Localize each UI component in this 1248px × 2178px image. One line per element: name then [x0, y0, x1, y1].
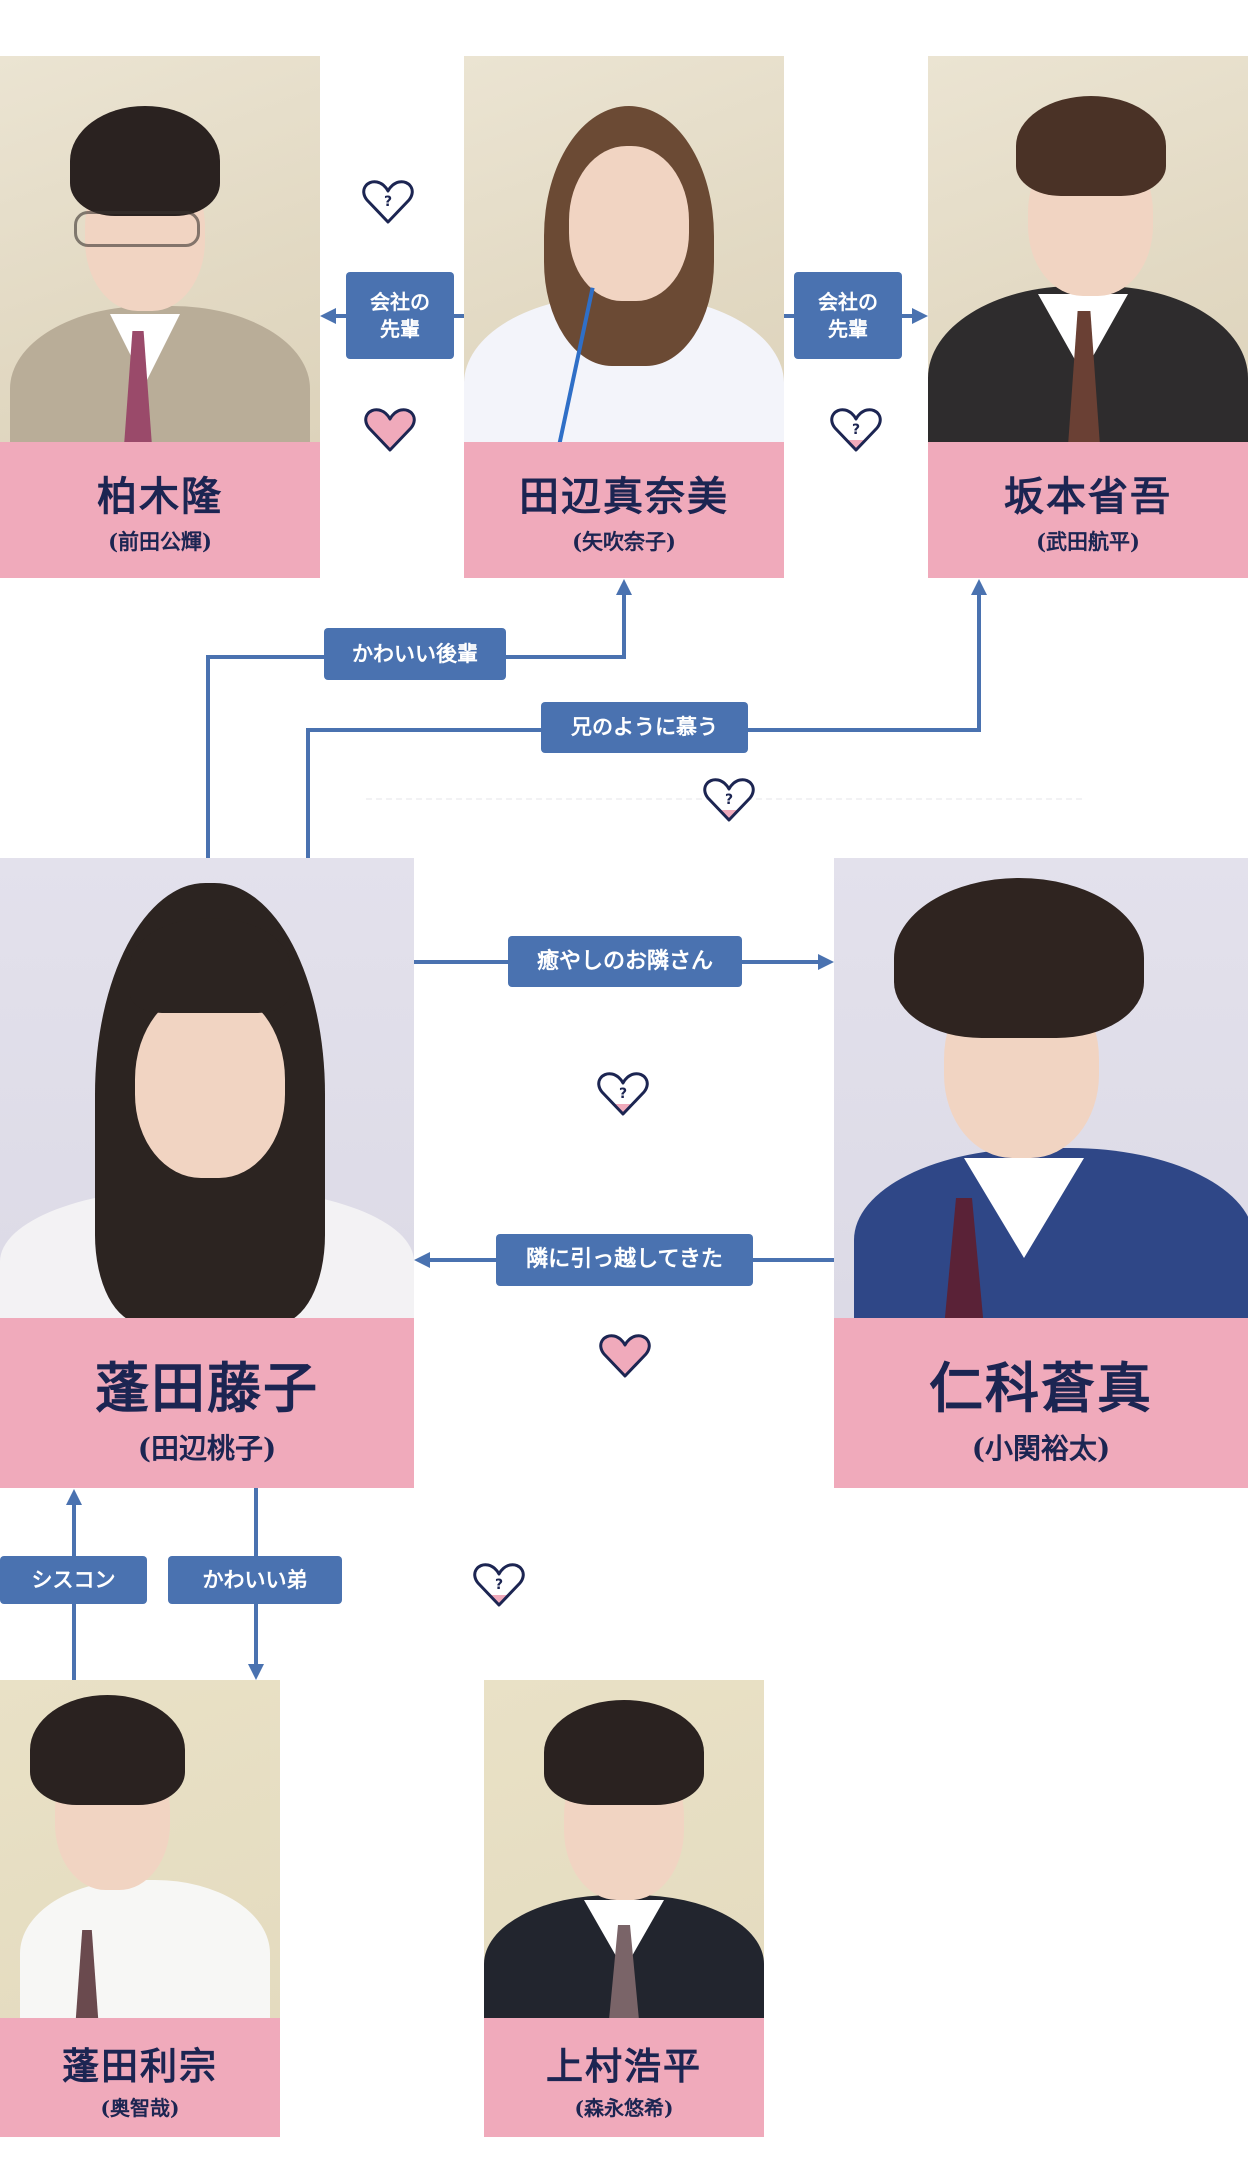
heart-fill — [598, 1104, 648, 1114]
character-card-sakamoto[interactable]: 坂本省吾 (武田航平) — [928, 56, 1248, 578]
character-card-manami[interactable]: 田辺真奈美 (矢吹奈子) — [464, 56, 784, 578]
arrow-right-icon — [912, 308, 928, 324]
character-card-fujiko[interactable]: 蓬田藤子 (田辺桃子) — [0, 858, 414, 1488]
question-heart-icon: ? — [362, 180, 414, 224]
heart-background — [363, 181, 413, 222]
heart-outline — [597, 1072, 649, 1116]
character-name: 蓬田藤子 — [95, 1356, 319, 1420]
heart-outline — [473, 1563, 525, 1607]
relation-line — [977, 594, 981, 732]
name-band: 蓬田藤子 (田辺桃子) — [0, 1318, 414, 1488]
relation-label-siscon: シスコン — [0, 1556, 147, 1604]
actor-name: (小関裕太) — [971, 1432, 1111, 1465]
actor-name: (田辺桃子) — [137, 1432, 277, 1465]
name-band: 柏木隆 (前田公輝) — [0, 442, 320, 578]
portrait-photo — [928, 56, 1248, 442]
heart-background — [704, 779, 754, 820]
arrow-left-icon — [320, 308, 336, 324]
question-heart-icon: ? — [473, 1563, 525, 1607]
question-mark: ? — [495, 1577, 503, 1593]
arrow-up-icon — [616, 579, 632, 595]
name-band: 上村浩平 (森永悠希) — [484, 2018, 764, 2137]
question-mark: ? — [852, 422, 860, 438]
heart-fill — [831, 440, 881, 450]
relation-label-kawaii-kouhai: かわいい後輩 — [324, 628, 506, 680]
relation-label-iyashi: 癒やしのお隣さん — [508, 936, 742, 987]
character-name: 上村浩平 — [546, 2044, 702, 2088]
actor-name: (武田航平) — [1036, 529, 1140, 554]
character-card-uemura[interactable]: 上村浩平 (森永悠希) — [484, 1680, 764, 2137]
arrow-right-icon — [818, 954, 834, 970]
portrait-photo — [0, 56, 320, 442]
heart-fill — [704, 810, 754, 820]
actor-name: (奥智哉) — [100, 2096, 180, 2120]
relation-label-ani-no-you: 兄のように慕う — [541, 702, 748, 753]
actor-name: (森永悠希) — [574, 2096, 674, 2120]
name-band: 坂本省吾 (武田航平) — [928, 442, 1248, 578]
character-card-toshimune[interactable]: 蓬田利宗 (奥智哉) — [0, 1680, 280, 2137]
name-band: 蓬田利宗 (奥智哉) — [0, 2018, 280, 2137]
actor-name: (前田公輝) — [108, 529, 212, 554]
heart-fill — [474, 1595, 524, 1605]
relation-line — [206, 655, 210, 858]
heart-background — [474, 1564, 524, 1605]
relation-label-senpai-right: 会社の 先輩 — [794, 272, 902, 359]
arrow-up-icon — [971, 579, 987, 595]
heart-background — [598, 1073, 648, 1114]
character-name: 蓬田利宗 — [62, 2044, 218, 2088]
character-name: 田辺真奈美 — [519, 473, 729, 520]
heart-background — [831, 409, 881, 450]
question-mark: ? — [384, 194, 392, 210]
heart-outline — [599, 1334, 651, 1378]
character-card-nishina[interactable]: 仁科蒼真 (小関裕太) — [834, 858, 1248, 1488]
name-band: 田辺真奈美 (矢吹奈子) — [464, 442, 784, 578]
actor-name: (矢吹奈子) — [572, 529, 676, 554]
portrait-photo — [0, 1680, 280, 2018]
name-band: 仁科蒼真 (小関裕太) — [834, 1318, 1248, 1488]
relation-label-senpai-left: 会社の 先輩 — [346, 272, 454, 359]
character-card-kashiwagi[interactable]: 柏木隆 (前田公輝) — [0, 56, 320, 578]
character-name: 柏木隆 — [97, 473, 223, 520]
portrait-photo — [834, 858, 1248, 1318]
relation-label-kawaii-otouto: かわいい弟 — [168, 1556, 342, 1604]
relation-label-hikkoshi: 隣に引っ越してきた — [496, 1234, 753, 1286]
relation-line — [306, 728, 310, 858]
relation-line — [622, 594, 626, 659]
love-heart-icon — [599, 1334, 651, 1378]
question-mark: ? — [619, 1086, 627, 1102]
question-heart-icon: ? — [830, 408, 882, 452]
heart-outline — [362, 180, 414, 224]
character-name: 坂本省吾 — [1004, 473, 1172, 520]
question-heart-icon: ? — [597, 1072, 649, 1116]
heart-outline — [830, 408, 882, 452]
arrow-up-icon — [66, 1489, 82, 1505]
portrait-photo — [464, 56, 784, 442]
portrait-photo — [0, 858, 414, 1318]
question-mark: ? — [725, 792, 733, 808]
portrait-photo — [484, 1680, 764, 2018]
arrow-left-icon — [414, 1252, 430, 1268]
character-name: 仁科蒼真 — [929, 1356, 1153, 1420]
heart-outline — [364, 408, 416, 452]
heart-outline — [703, 778, 755, 822]
love-heart-icon — [364, 408, 416, 452]
question-heart-icon: ? — [703, 778, 755, 822]
glasses-shape — [74, 211, 200, 247]
arrow-down-icon — [248, 1664, 264, 1680]
